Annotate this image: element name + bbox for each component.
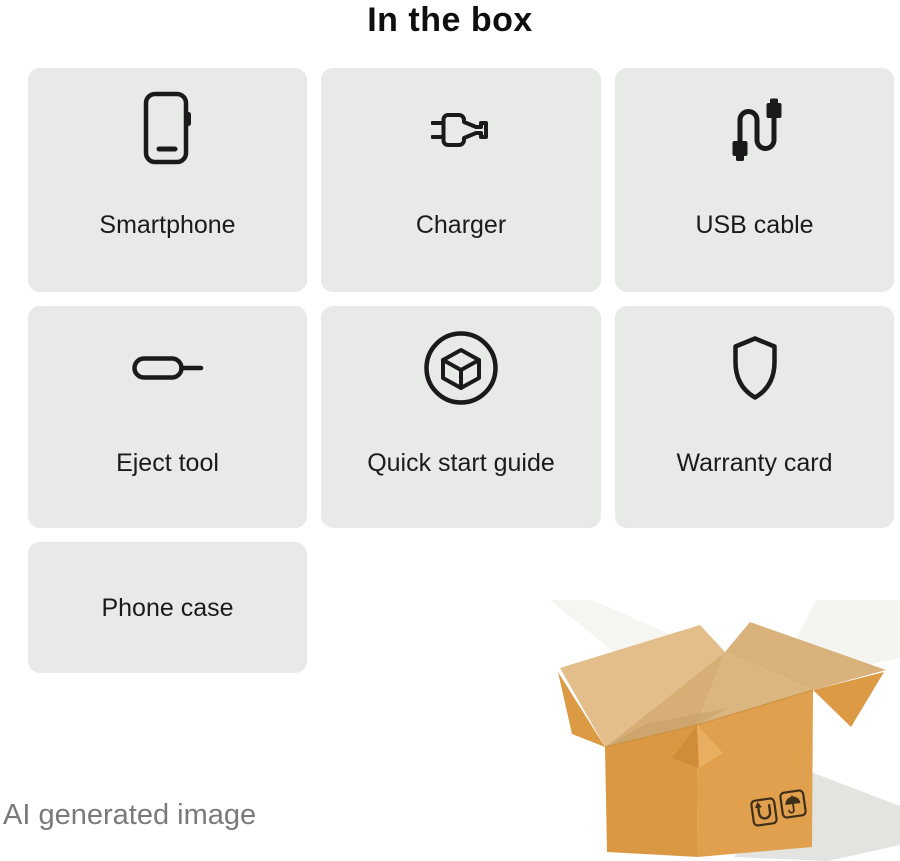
u-arrow-symbol	[750, 797, 778, 827]
open-cardboard-box-illustration	[550, 600, 900, 861]
charger-icon	[431, 113, 488, 147]
card-quick-start-guide: Quick start guide	[321, 306, 601, 528]
box-flap-tip-right	[813, 672, 884, 727]
page-title: In the box	[367, 1, 533, 39]
ai-generated-caption: AI generated image	[3, 799, 257, 831]
card-eject-tool: Eject tool	[28, 306, 307, 528]
card-label: Charger	[415, 211, 507, 239]
card-label: USB cable	[695, 211, 814, 239]
card-usb-cable: USB cable	[615, 68, 894, 292]
icon-box	[727, 68, 783, 192]
in-the-box-grid: Smartphone Charger USB cable	[28, 68, 894, 673]
card-charger: Charger	[321, 68, 601, 292]
icon-box	[131, 306, 204, 430]
umbrella-keep-dry-symbol	[779, 789, 807, 819]
card-label: Smartphone	[99, 211, 236, 239]
box-front-flap-left	[672, 725, 699, 768]
card-phone-case: Phone case	[28, 542, 307, 673]
box-back-flap-right	[725, 622, 886, 690]
card-smartphone: Smartphone	[28, 68, 307, 292]
icon-box	[142, 68, 194, 192]
box-back-flap-left	[560, 625, 725, 747]
smartphone-icon	[143, 91, 191, 165]
box-flap-tip-left	[558, 672, 605, 747]
card-warranty-card: Warranty card	[615, 306, 894, 528]
quick-start-guide-icon	[424, 331, 498, 405]
icon-box	[422, 306, 500, 430]
eject-tool-icon	[131, 356, 203, 380]
warranty-card-icon	[732, 336, 777, 400]
icon-box	[728, 306, 782, 430]
box-interior	[605, 652, 813, 747]
card-label: Quick start guide	[367, 449, 555, 477]
box-front-flap-right	[697, 725, 723, 768]
card-label: Eject tool	[116, 449, 219, 477]
card-label: Warranty card	[676, 449, 833, 477]
icon-box	[431, 68, 491, 192]
usb-cable-icon	[732, 98, 781, 161]
card-label: Phone case	[101, 593, 234, 622]
